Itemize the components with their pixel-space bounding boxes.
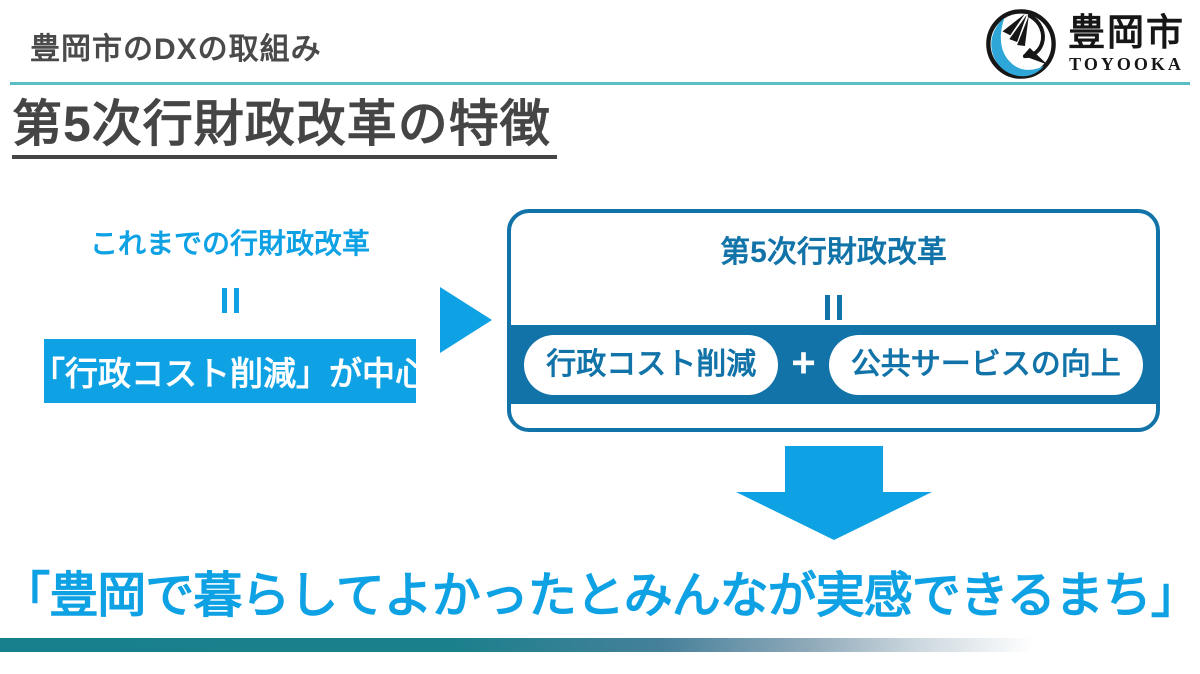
service-improvement-pill: 公共サービスの向上 xyxy=(828,334,1143,395)
page-title: 第5次行財政改革の特徴 xyxy=(12,96,557,159)
logo-text: 豊岡市 TOYOOKA xyxy=(1068,15,1185,73)
slogan-text: 「豊岡で暮らしてよかったとみんなが実感できるまち」 xyxy=(1,569,1200,623)
cost-reduction-pill: 行政コスト削減 xyxy=(524,334,779,395)
previous-reform-label: これまでの行財政改革 xyxy=(89,228,370,259)
equals-mark-icon xyxy=(825,295,842,320)
cost-reduction-center-box: 「行政コスト削減」が中心 xyxy=(32,339,428,403)
equals-bar xyxy=(233,288,239,313)
fifth-reform-title: 第5次行財政改革 xyxy=(720,236,947,269)
toyooka-city-logo: 豊岡市 TOYOOKA xyxy=(984,6,1185,82)
down-arrow-icon xyxy=(736,446,932,540)
right-arrow-icon xyxy=(440,287,492,353)
page-header-title: 豊岡市のDXの取組み xyxy=(30,33,322,66)
equals-bar xyxy=(825,295,830,320)
previous-reform-group: これまでの行財政改革 「行政コスト削減」が中心 xyxy=(32,222,428,403)
fifth-reform-box: 第5次行財政改革 行政コスト削減 + 公共サービスの向上 xyxy=(507,209,1160,432)
equals-mark-icon xyxy=(221,288,239,313)
stork-logo-icon xyxy=(986,9,1056,79)
bottom-gradient-bar xyxy=(0,638,1065,652)
equals-bar xyxy=(837,295,842,320)
plus-sign: + xyxy=(791,339,816,386)
logo-romaji: TOYOOKA xyxy=(1069,54,1184,74)
formula-band: 行政コスト削減 + 公共サービスの向上 xyxy=(511,325,1156,404)
equals-bar xyxy=(221,288,227,313)
header-divider-line xyxy=(10,82,1190,85)
logo-city-name: 豊岡市 xyxy=(1068,13,1185,54)
